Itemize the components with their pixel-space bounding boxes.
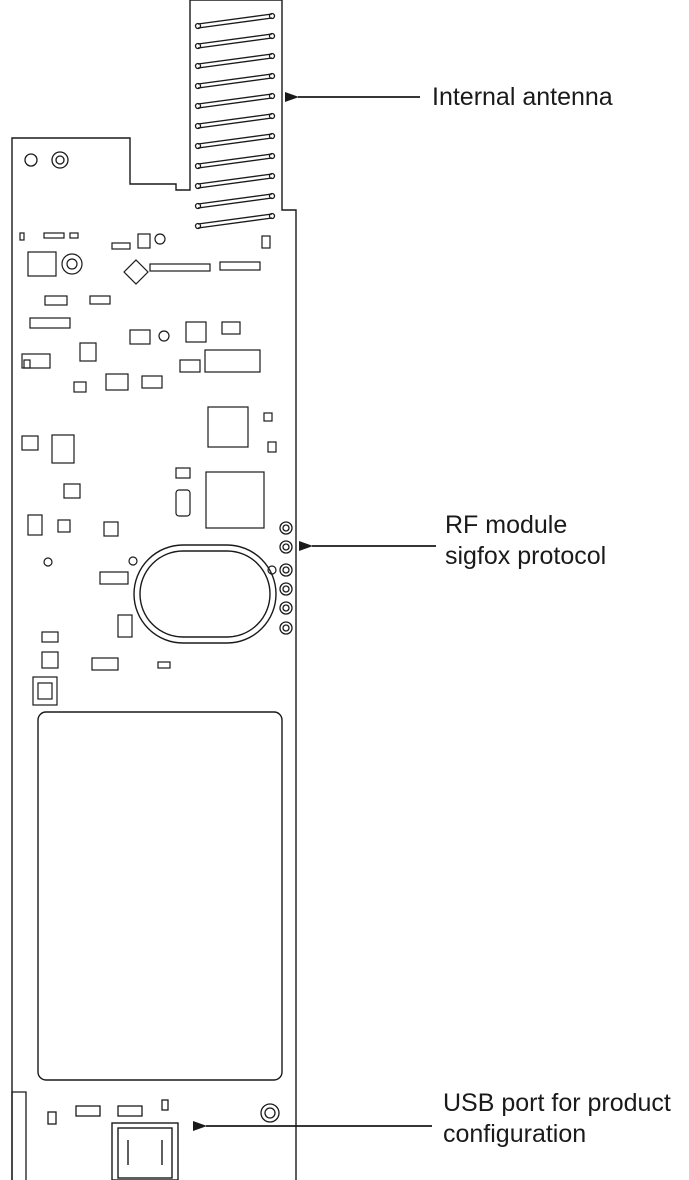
usb-port-callout-label: USB port for product configuration <box>443 1088 671 1150</box>
antenna-trace <box>197 217 273 229</box>
antenna-trace <box>197 173 273 185</box>
antenna-trace-end <box>194 42 202 50</box>
antenna-trace <box>197 37 273 49</box>
antenna-trace <box>197 133 273 145</box>
antenna-trace <box>197 17 273 29</box>
usb-port <box>111 1122 179 1180</box>
antenna-trace-end <box>268 172 276 180</box>
antenna-trace <box>197 33 273 45</box>
antenna-trace <box>197 193 273 205</box>
antenna-trace-end <box>194 182 202 190</box>
antenna-trace-end <box>268 72 276 80</box>
antenna-trace-end <box>268 112 276 120</box>
antenna-trace <box>197 137 273 149</box>
antenna-trace <box>197 77 273 89</box>
antenna-trace <box>197 57 273 69</box>
antenna-trace <box>197 153 273 165</box>
antenna-trace-end <box>194 82 202 90</box>
antenna-trace-end <box>268 132 276 140</box>
antenna-trace-end <box>268 32 276 40</box>
antenna-trace-end <box>268 52 276 60</box>
antenna-callout-label: Internal antenna <box>432 82 613 113</box>
internal-antenna <box>194 12 276 230</box>
antenna-trace-end <box>194 202 202 210</box>
battery-area <box>37 711 283 1081</box>
usb-port-label-line2: configuration <box>443 1120 587 1148</box>
antenna-trace-end <box>268 192 276 200</box>
antenna-label-text: Internal antenna <box>432 83 613 111</box>
antenna-trace-end <box>194 142 202 150</box>
antenna-trace-end <box>194 62 202 70</box>
pcb-outline <box>11 0 297 1180</box>
antenna-trace <box>197 213 273 225</box>
antenna-trace-end <box>194 122 202 130</box>
crystal-oval <box>133 544 277 644</box>
antenna-trace-end <box>194 222 202 230</box>
rf-test-points <box>279 521 293 635</box>
antenna-trace-end <box>268 92 276 100</box>
components <box>19 232 277 706</box>
rf-module-callout-label: RF module sigfox protocol <box>445 510 606 572</box>
antenna-trace <box>197 177 273 189</box>
rf-module-label-line1: RF module <box>445 511 568 539</box>
antenna-trace-end <box>194 22 202 30</box>
antenna-trace <box>197 117 273 129</box>
antenna-trace-end <box>268 12 276 20</box>
antenna-trace <box>197 93 273 105</box>
antenna-trace-end <box>194 102 202 110</box>
antenna-trace-end <box>194 162 202 170</box>
antenna-trace <box>197 197 273 209</box>
usb-port-label-line1: USB port for product <box>443 1089 671 1117</box>
bottom-components <box>11 1091 280 1180</box>
antenna-trace-end <box>268 152 276 160</box>
rf-module-label-line2: sigfox protocol <box>445 542 607 570</box>
antenna-trace-end <box>268 212 276 220</box>
antenna-trace <box>197 53 273 65</box>
antenna-trace <box>197 113 273 125</box>
antenna-trace <box>197 73 273 85</box>
antenna-trace <box>197 13 273 25</box>
mounting-holes-top <box>24 151 69 169</box>
antenna-trace <box>197 97 273 109</box>
antenna-trace <box>197 157 273 169</box>
